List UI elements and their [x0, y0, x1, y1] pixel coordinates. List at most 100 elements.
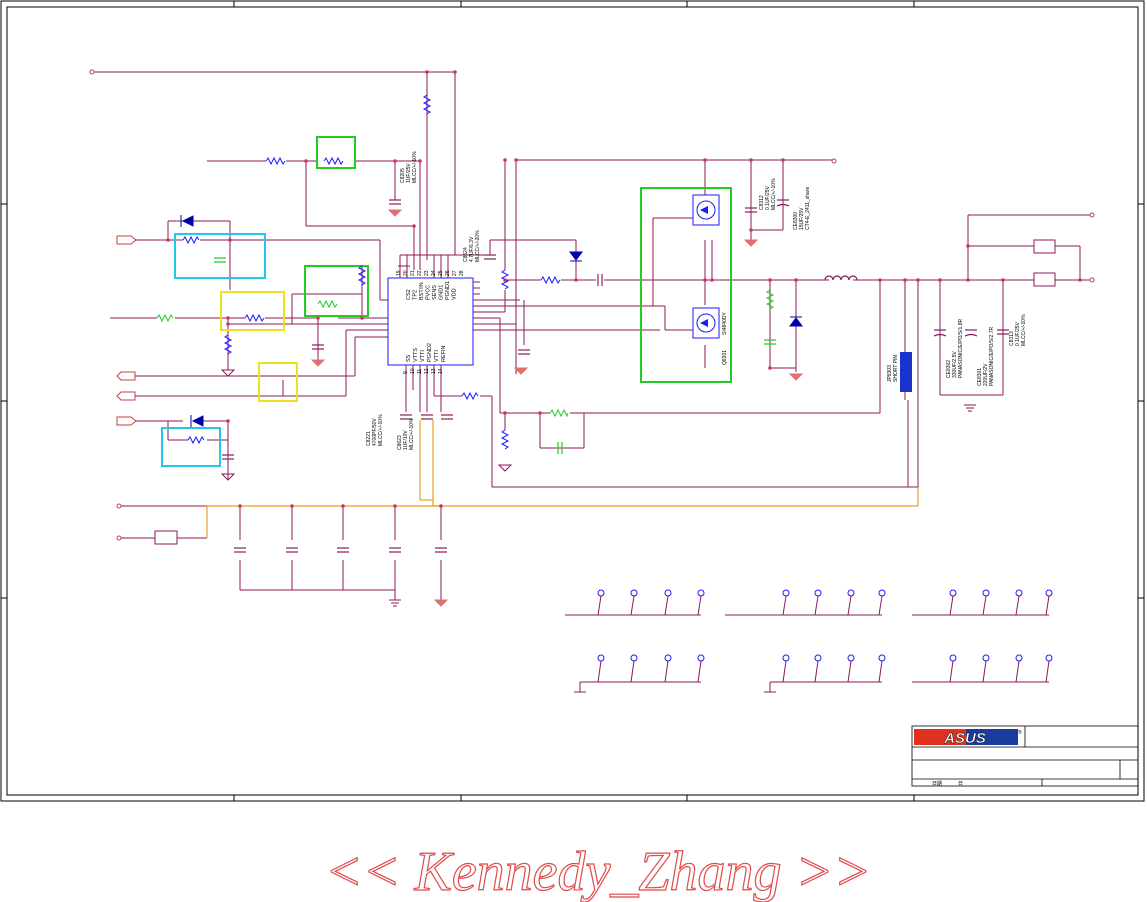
test-point [1045, 654, 1053, 662]
test-point [1015, 654, 1023, 662]
junction-dot [226, 419, 230, 423]
junction-dot [710, 278, 714, 282]
junction-dot [703, 278, 707, 282]
title-footer-mid: 日 [958, 781, 963, 787]
junction-dot [916, 278, 920, 282]
test-point [782, 654, 790, 662]
test-point [814, 589, 822, 597]
ic-pin-number: 26 [445, 270, 451, 276]
label-out-cap-2: CE8301 220UF/2V PANASONIC/E/PO/S/2.7R [977, 327, 995, 386]
junction-dot [425, 70, 429, 74]
svg-text:CE8301: CE8301 [977, 368, 983, 386]
svg-text:SI4840DY: SI4840DY [722, 312, 728, 335]
test-point-lead [878, 660, 883, 683]
test-point-arrays [565, 614, 1049, 693]
svg-text:220UF/2V: 220UF/2V [983, 363, 989, 386]
label-out-cap-3: C8313 0.1UF/25V MLCC/+/-10% [1009, 314, 1027, 346]
junction-dot [781, 158, 785, 162]
junction-dot [304, 159, 308, 163]
test-points [597, 589, 1053, 683]
test-point [697, 654, 705, 662]
ic-pin-number: 27 [452, 270, 458, 276]
ic-pin-label: REFIN [441, 345, 447, 362]
test-point-lead [597, 660, 602, 683]
svg-text:SHORT PIN: SHORT PIN [893, 355, 899, 382]
test-point-lead [847, 595, 852, 616]
highlight-boxes [161, 136, 732, 467]
junction-dot [393, 159, 397, 163]
controller-ic [387, 277, 480, 366]
svg-text:MLCC/+/-10%: MLCC/+/-10% [378, 414, 384, 446]
label-cap-bst: C8624 4.7UF/6.3V MLCC/+/-20% [463, 230, 481, 262]
ic-pin-number: 9 [403, 371, 409, 374]
ic-pin-number: 11 [417, 369, 423, 374]
test-point-lead [814, 595, 819, 616]
label-jumper: JP8303 SHORT PIN [887, 355, 899, 382]
junction-dot [453, 70, 457, 74]
svg-text:1UF/10V: 1UF/10V [403, 430, 409, 450]
ic-pin-label: GND1 [439, 285, 445, 300]
junction-dot [166, 238, 170, 242]
junction-dot [439, 504, 443, 508]
svg-text:C8623: C8623 [397, 435, 403, 450]
test-point-lead [697, 660, 702, 683]
label-cap-ss: C8221 4700PF/50V MLCC/+/-10% [366, 414, 384, 446]
svg-text:Q8301: Q8301 [722, 350, 728, 365]
test-point-lead [664, 660, 669, 683]
junction-dot [749, 228, 753, 232]
ic-pin-number: 20 [403, 270, 409, 276]
test-point [697, 589, 705, 597]
test-point [1045, 589, 1053, 597]
test-point-lead [949, 595, 954, 616]
test-point [847, 589, 855, 597]
cap-label-line: MLCC/+/-10% [412, 151, 418, 183]
test-point-lead [1045, 660, 1050, 683]
test-point [847, 654, 855, 662]
test-point-lead [847, 660, 852, 683]
junction-dot [966, 244, 970, 248]
test-point [782, 589, 790, 597]
test-point-lead [630, 660, 635, 683]
ic-pin-label: PGND2 [427, 343, 433, 362]
test-point-lead [1015, 595, 1020, 616]
junction-dot [878, 278, 882, 282]
diodes [180, 215, 803, 427]
junction-dot [938, 278, 942, 282]
svg-text:0.1UF/25V: 0.1UF/25V [765, 185, 771, 210]
ic-pin-number: 23 [424, 270, 430, 276]
port-connectors [89, 69, 1095, 541]
junction-dot [749, 158, 753, 162]
svg-text:CT4-E_2411_share: CT4-E_2411_share [805, 187, 811, 230]
svg-text:JP8303: JP8303 [887, 365, 893, 382]
power-trace [206, 420, 919, 538]
test-point-lead [597, 595, 602, 616]
cap-label-line: 1UF/25V [406, 163, 412, 183]
svg-text:330UF/2.5V: 330UF/2.5V [952, 351, 958, 378]
ic-pin-label: VTTS [413, 348, 419, 362]
junction-dot [226, 322, 230, 326]
test-point [949, 654, 957, 662]
ic-pin-label: VTTI [420, 350, 426, 362]
test-point [1015, 589, 1023, 597]
svg-text:CE8302: CE8302 [946, 360, 952, 378]
svg-text:®: ® [1018, 729, 1022, 736]
test-point [982, 589, 990, 597]
junction-dot [574, 278, 578, 282]
test-point [664, 589, 672, 597]
svg-text:C8312: C8312 [759, 195, 765, 210]
test-point-lead [949, 660, 954, 683]
junction-dot [794, 278, 798, 282]
junction-dot [966, 278, 970, 282]
junction-dot [503, 158, 507, 162]
junction-dot [1001, 278, 1005, 282]
test-point-lead [982, 595, 987, 616]
svg-text:4.7UF/6.3V: 4.7UF/6.3V [469, 236, 475, 262]
test-point [597, 654, 605, 662]
capacitors [214, 199, 1009, 553]
cap-label-line: C8205 [400, 168, 406, 183]
svg-text:C8624: C8624 [463, 247, 469, 262]
junction-dot [341, 504, 345, 508]
